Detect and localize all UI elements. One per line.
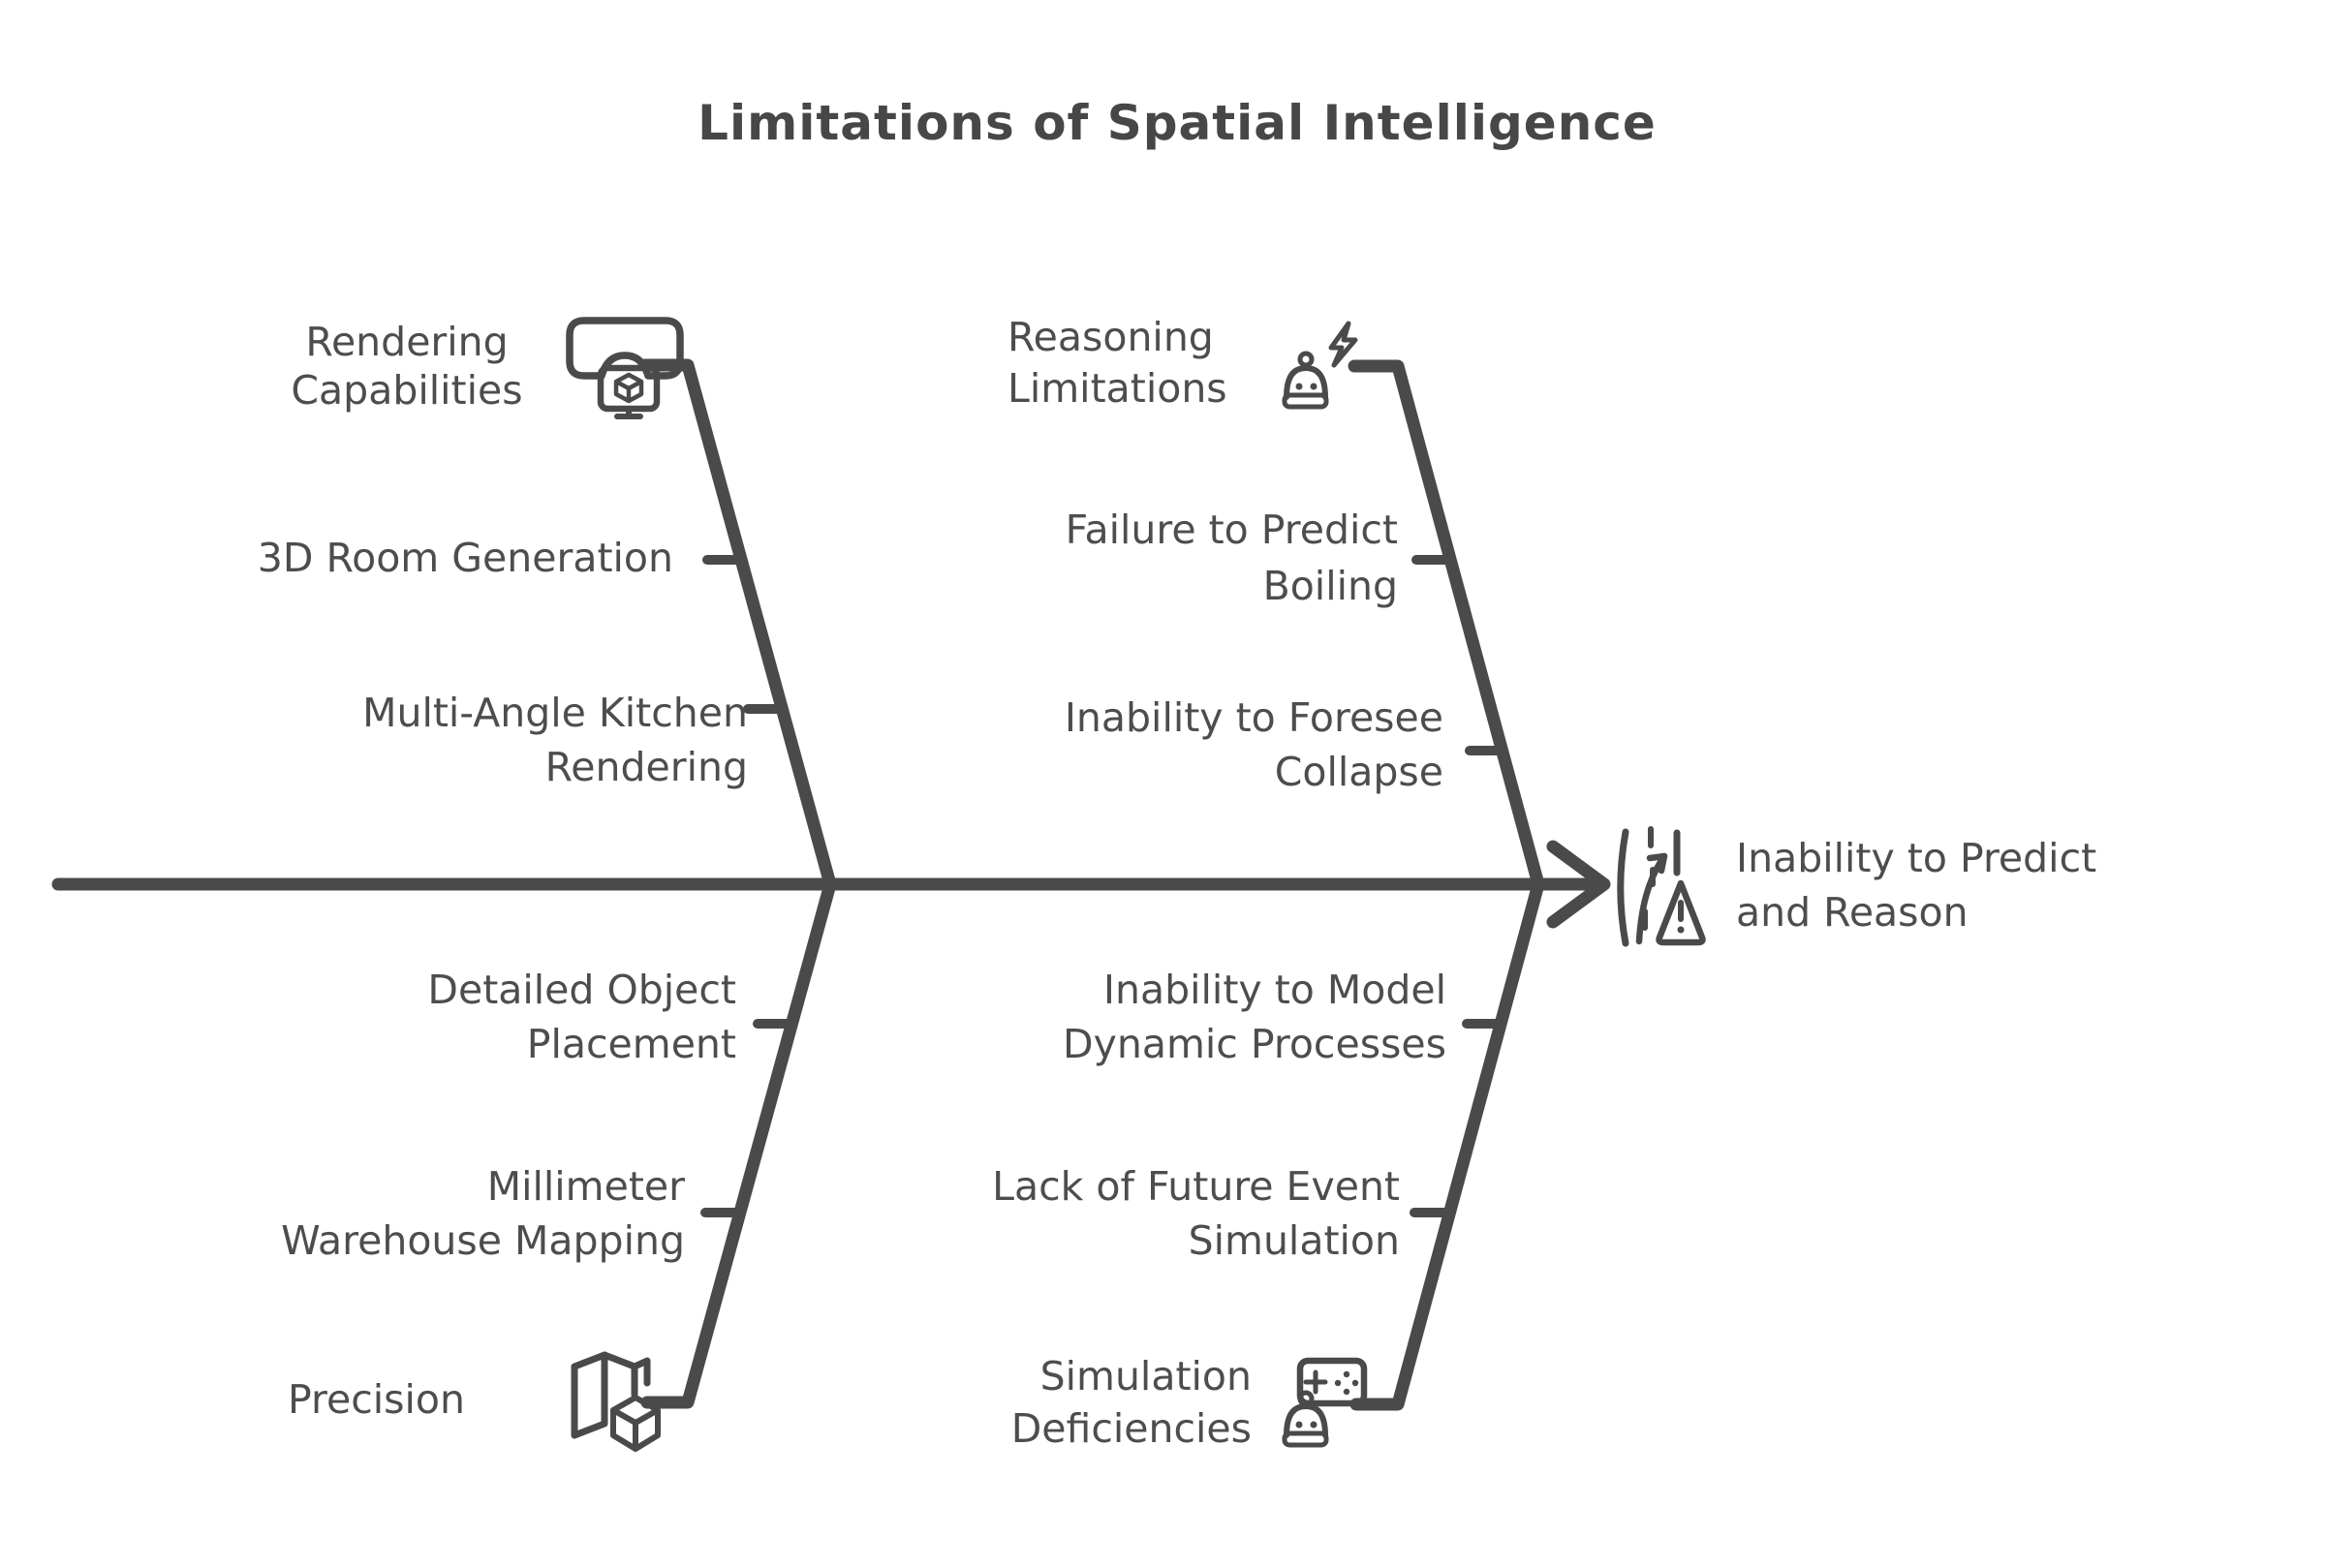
skeleton-lines — [51, 358, 1611, 1411]
branch-label-precision: Precision — [288, 1375, 465, 1424]
branch-label-line: Precision — [288, 1376, 465, 1423]
robot-gamepad-icon — [1282, 1357, 1368, 1448]
branch-label-rendering-capabilities: Rendering Capabilities — [271, 318, 542, 415]
cause-line: Detailed Object — [427, 967, 736, 1013]
cause-line: Simulation — [1188, 1217, 1400, 1264]
cause-line: 3D Room Generation — [257, 535, 673, 581]
branch-line-bottom-left — [640, 877, 837, 1409]
cause-line: Boiling — [1262, 563, 1398, 609]
robot-lightning-icon — [1282, 321, 1358, 410]
branch-label-line: Rendering — [305, 319, 509, 365]
cause-line: Placement — [526, 1021, 736, 1067]
cause-label-3d-room-generation: 3D Room Generation — [258, 531, 673, 585]
cause-label-lack-of-future-event-simulation: Lack of Future Event Simulation — [992, 1159, 1400, 1268]
branch-label-line: Limitations — [1008, 365, 1227, 412]
branch-line-top-left — [638, 358, 837, 891]
cause-line: Failure to Predict — [1065, 507, 1398, 553]
cause-line: Warehouse Mapping — [281, 1217, 685, 1264]
diagram-title: Limitations of Spatial Intelligence — [698, 95, 1657, 151]
cause-label-inability-to-foresee-collapse: Inability to Foresee Collapse — [1065, 691, 1443, 799]
cause-line: Millimeter — [486, 1163, 685, 1210]
spine-arrowhead-icon — [1546, 840, 1611, 929]
branch-label-line: Deficiencies — [1010, 1405, 1252, 1452]
branch-label-line: Reasoning — [1008, 314, 1214, 360]
cause-line: Inability to Foresee — [1064, 694, 1443, 741]
cause-line: Inability to Model — [1102, 967, 1446, 1013]
branch-label-reasoning-limitations: Reasoning Limitations — [1008, 312, 1227, 415]
branch-line-bottom-right — [1349, 877, 1545, 1411]
branch-label-line: Simulation — [1039, 1353, 1252, 1399]
cause-label-inability-to-model-dynamic-processes: Inability to Model Dynamic Processes — [1063, 963, 1446, 1071]
road-warning-icon — [1617, 826, 1706, 947]
head-label-line: Inability to Predict — [1736, 835, 2097, 881]
branch-line-top-right — [1348, 359, 1545, 891]
cause-line: Rendering — [544, 744, 748, 790]
head-label-line: and Reason — [1736, 889, 1968, 936]
map-cube-icon — [571, 1351, 661, 1452]
branch-label-line: Capabilities — [291, 367, 523, 414]
branch-label-simulation-deficiencies: Simulation Deficiencies — [1011, 1350, 1252, 1455]
head-label-inability-to-predict-and-reason: Inability to Predict and Reason — [1736, 831, 2096, 939]
cause-line: Collapse — [1274, 749, 1443, 795]
cause-label-failure-to-predict-boiling: Failure to Predict Boiling — [1066, 502, 1398, 614]
cause-label-multi-angle-kitchen-rendering: Multi-Angle Kitchen Rendering — [362, 686, 748, 794]
cause-label-detailed-object-placement: Detailed Object Placement — [427, 963, 736, 1071]
cause-label-millimeter-warehouse-mapping: Millimeter Warehouse Mapping — [281, 1159, 685, 1268]
cause-line: Dynamic Processes — [1063, 1021, 1446, 1067]
cause-line: Multi-Angle Kitchen — [362, 690, 748, 736]
cause-line: Lack of Future Event — [992, 1163, 1400, 1210]
vr-headset-monitor-icon — [566, 317, 684, 419]
